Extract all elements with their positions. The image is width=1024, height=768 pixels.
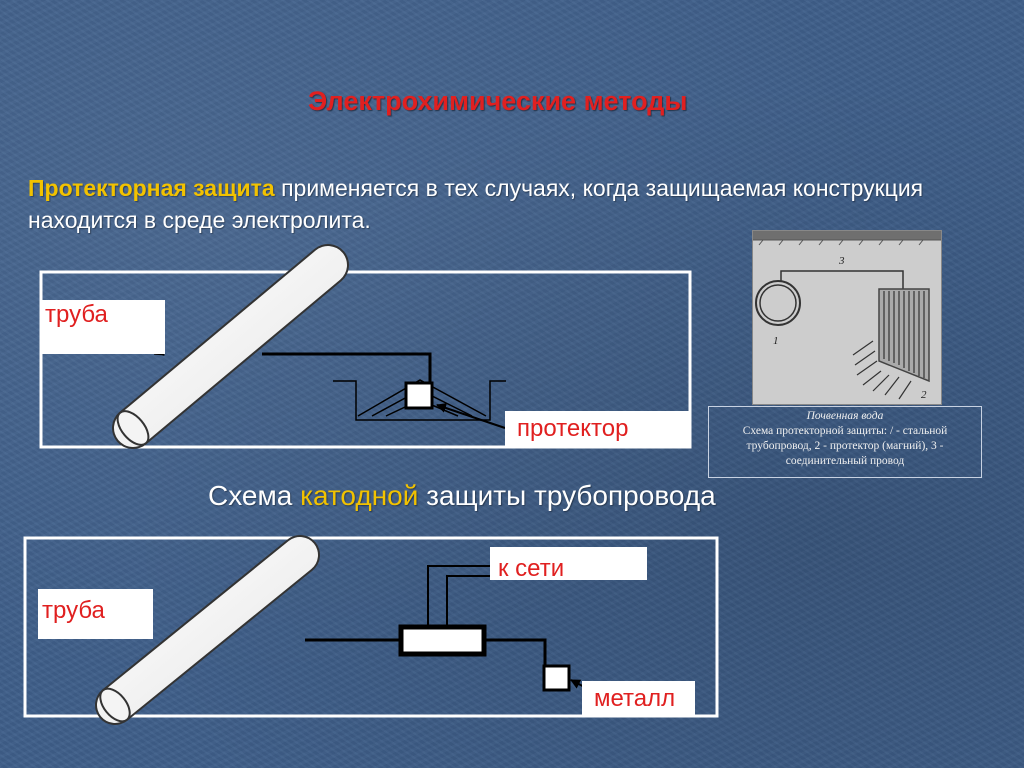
scheme-photo: 3 1 2 <box>752 230 942 405</box>
photo-wire-number: 3 <box>839 255 845 267</box>
scheme-caption: Почвенная вода Схема протекторной защиты… <box>708 406 982 478</box>
network-lead-outer <box>427 565 490 640</box>
metal-block <box>542 664 571 692</box>
diagram2-pipe <box>95 535 320 725</box>
power-source <box>398 624 487 657</box>
protector-trench <box>333 379 506 421</box>
diagram1-protector-label: протектор <box>505 411 689 446</box>
diagram1-pipe-label: труба <box>41 300 165 354</box>
subtitle-before: Схема <box>208 480 301 511</box>
subtitle-highlight: катодной <box>300 480 419 511</box>
diagram2-metal-label: металл <box>582 681 695 715</box>
intro-text: применяется в тех случаях, когда защищае… <box>28 175 924 233</box>
diagram2-pipe-label: труба <box>38 589 153 639</box>
subtitle-after: защиты трубопровода <box>418 480 716 511</box>
caption-text: Схема протекторной защиты: / - стальной … <box>742 425 948 467</box>
source-to-metal-wire <box>484 638 547 666</box>
diagram2-network-label: к сети <box>490 547 647 582</box>
diagram1-pipe <box>112 244 349 449</box>
diagram1-frame <box>39 270 692 449</box>
slide-title: Электрохимические методы <box>308 86 688 116</box>
cathodic-subtitle: Схема катодной защиты трубопровода <box>208 480 716 512</box>
diagram1-wire <box>262 352 432 383</box>
photo-protector-number: 2 <box>921 389 927 401</box>
intro-highlight: Протекторная защита <box>28 175 275 201</box>
diagram1-protector-arrow <box>436 403 506 429</box>
scheme-photo-drawing <box>753 231 941 404</box>
caption-first-line: Почвенная вода <box>806 410 884 422</box>
protector-block <box>404 381 434 410</box>
intro-paragraph: Протекторная защита применяется в тех сл… <box>28 172 988 236</box>
diagram2-frame <box>23 536 719 718</box>
photo-pipe-number: 1 <box>773 335 779 347</box>
network-lead-inner <box>446 575 490 630</box>
